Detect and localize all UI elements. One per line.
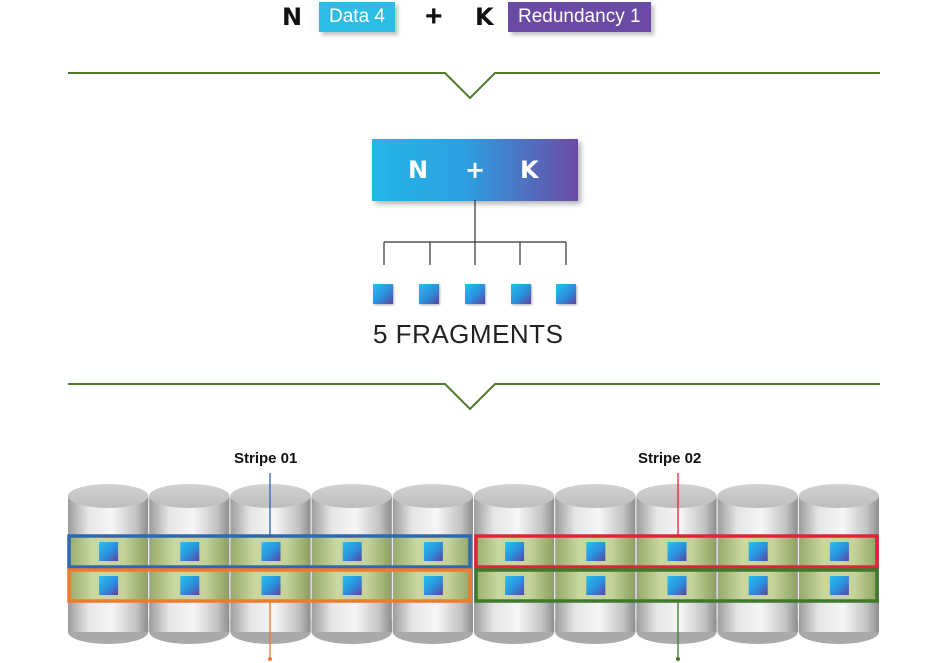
- stored-fragment: [586, 542, 606, 561]
- stored-fragment: [261, 576, 281, 595]
- stripe-02-label: Stripe 02: [638, 450, 702, 467]
- fragment-icon: [556, 284, 576, 304]
- stored-fragment: [586, 576, 606, 595]
- stored-fragment: [180, 542, 200, 561]
- stored-fragment: [505, 576, 525, 595]
- encoder-n-letter: N: [408, 156, 429, 184]
- fragment-icon: [373, 284, 393, 304]
- k-letter: K: [475, 3, 494, 31]
- stored-fragment: [423, 576, 443, 595]
- stored-fragment: [180, 576, 200, 595]
- stored-fragment: [342, 576, 362, 595]
- stored-fragment: [99, 576, 119, 595]
- stored-fragment: [423, 542, 443, 561]
- disk-cylinder: [798, 484, 880, 644]
- stored-fragment: [342, 542, 362, 561]
- encoder-plus-icon: +: [465, 156, 486, 184]
- encoder-k-letter: K: [520, 156, 539, 184]
- disk-array: [67, 473, 880, 661]
- stored-fragment: [748, 542, 768, 561]
- fragment-icon: [511, 284, 531, 304]
- stored-fragment: [829, 542, 849, 561]
- plus-icon: +: [425, 0, 443, 33]
- encoder-box: N + K: [372, 139, 578, 201]
- divider-top: [68, 72, 880, 100]
- data-badge: Data 4: [319, 2, 395, 32]
- stored-fragment: [505, 542, 525, 561]
- stripe-01-row-1-outline: [67, 534, 472, 569]
- stored-fragment: [748, 576, 768, 595]
- stored-fragment: [667, 542, 687, 561]
- stripe-02-row-2-outline: [474, 568, 879, 603]
- stored-fragment: [261, 542, 281, 561]
- fragments-label: 5 FRAGMENTS: [373, 319, 564, 349]
- stored-fragment: [829, 576, 849, 595]
- stored-fragment: [99, 542, 119, 561]
- stripe-01-label: Stripe 01: [234, 450, 298, 467]
- n-letter: N: [282, 3, 303, 31]
- stored-fragment: [667, 576, 687, 595]
- fragment-icon: [419, 284, 439, 304]
- redundancy-badge: Redundancy 1: [508, 2, 651, 32]
- divider-middle: [68, 383, 880, 411]
- fragment-icon: [465, 284, 485, 304]
- stripe-02-row-1-outline: [474, 534, 879, 569]
- fanout-lines: [383, 200, 567, 265]
